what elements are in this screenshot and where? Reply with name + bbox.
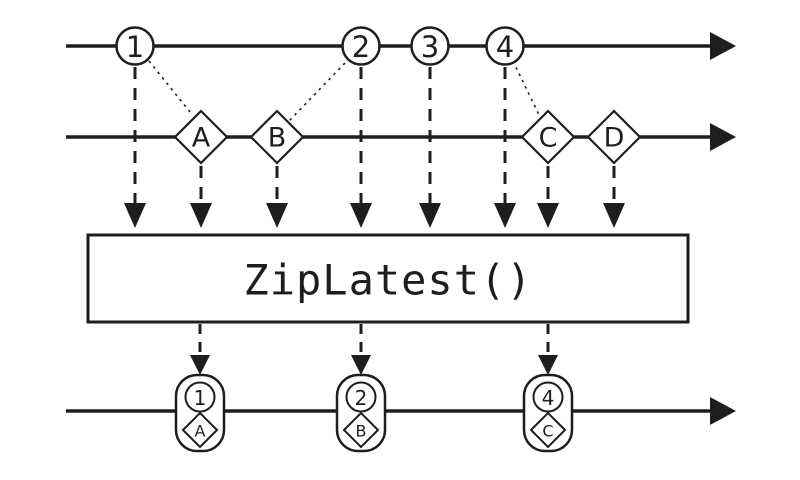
capsule-diamond-label: C bbox=[542, 422, 553, 441]
capsule-circle-label: 1 bbox=[194, 386, 207, 410]
source2-event-d: D bbox=[586, 109, 642, 165]
event-label: 4 bbox=[496, 30, 514, 64]
capsule-circle bbox=[184, 381, 216, 413]
event-label: 1 bbox=[126, 30, 144, 64]
output-arrowhead-icon-2b bbox=[351, 355, 371, 375]
input-arrowhead-icon-4 bbox=[494, 203, 516, 228]
output-event-4c: 4 C bbox=[522, 373, 574, 453]
event-label: C bbox=[539, 123, 558, 154]
source1-timeline-arrowhead-icon bbox=[710, 32, 736, 60]
event-circle bbox=[341, 26, 381, 66]
event-diamond bbox=[173, 109, 229, 165]
output-arrowhead-icon-1a bbox=[190, 355, 210, 375]
input-arrowhead-icon-d bbox=[603, 203, 625, 228]
event-label: 3 bbox=[421, 30, 439, 64]
capsule-circle-label: 2 bbox=[355, 386, 368, 410]
capsule-diamond bbox=[342, 411, 380, 449]
event-diamond bbox=[249, 109, 305, 165]
output-connectors bbox=[190, 324, 558, 375]
source1-event-3: 3 bbox=[410, 26, 450, 66]
event-circle bbox=[410, 26, 450, 66]
input-arrowhead-icon-b bbox=[266, 203, 288, 228]
source1-event-1: 1 bbox=[115, 26, 155, 66]
capsule-circle bbox=[532, 381, 564, 413]
event-circle bbox=[115, 26, 155, 66]
source-timeline-1: 1 2 3 4 bbox=[66, 26, 736, 66]
event-label: B bbox=[268, 123, 287, 154]
source1-event-4: 4 bbox=[485, 26, 525, 66]
output-timeline: 1 A 2 B 4 C bbox=[66, 373, 736, 453]
event-diamond bbox=[586, 109, 642, 165]
operator-box bbox=[86, 233, 690, 324]
output-event-1a: 1 A bbox=[174, 373, 226, 453]
input-arrowhead-icon-3 bbox=[419, 203, 441, 228]
event-diamond bbox=[520, 109, 576, 165]
pair-line-2-b bbox=[288, 62, 346, 122]
pair-line-1-a bbox=[148, 60, 191, 113]
operator-label: ZipLatest() bbox=[243, 256, 532, 305]
source1-event-2: 2 bbox=[341, 26, 381, 66]
operator: ZipLatest() bbox=[86, 233, 690, 324]
input-arrowhead-icon-c bbox=[537, 203, 559, 228]
input-connectors bbox=[124, 67, 625, 228]
source-timeline-2: A B C D bbox=[66, 109, 736, 165]
capsule-diamond-label: B bbox=[356, 422, 367, 441]
source2-timeline-arrowhead-icon bbox=[710, 123, 736, 151]
source2-event-b: B bbox=[249, 109, 305, 165]
capsule-diamond bbox=[181, 411, 219, 449]
capsule-circle-label: 4 bbox=[542, 386, 555, 410]
event-label: A bbox=[192, 123, 211, 154]
output-event-2b: 2 B bbox=[335, 373, 387, 453]
capsule-diamond bbox=[529, 411, 567, 449]
event-circle bbox=[485, 26, 525, 66]
source2-event-a: A bbox=[173, 109, 229, 165]
input-arrowhead-icon-1 bbox=[124, 203, 146, 228]
capsule-diamond-label: A bbox=[195, 422, 206, 441]
pairing-lines bbox=[148, 60, 541, 122]
output-arrowhead-icon-4c bbox=[538, 355, 558, 375]
event-label: D bbox=[604, 123, 625, 154]
input-arrowhead-icon-2 bbox=[350, 203, 372, 228]
capsule-circle bbox=[345, 381, 377, 413]
pair-line-4-c bbox=[512, 60, 541, 118]
event-label: 2 bbox=[352, 30, 370, 64]
input-arrowhead-icon-a bbox=[190, 203, 212, 228]
output-timeline-arrowhead-icon bbox=[710, 397, 736, 425]
source2-event-c: C bbox=[520, 109, 576, 165]
